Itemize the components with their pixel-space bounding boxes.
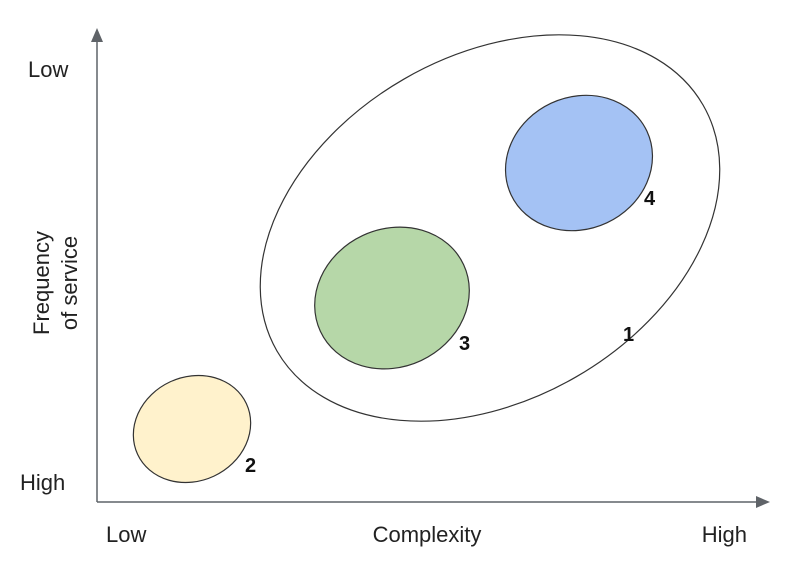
x-axis-arrowhead [756, 496, 770, 508]
y-axis-title-line1: Frequency [29, 231, 54, 335]
region-3-shape [314, 226, 470, 370]
region-4: 4 [504, 94, 656, 232]
y-axis-bottom-label: High [20, 470, 65, 495]
region-4-label: 4 [644, 188, 656, 210]
region-1: 1 [259, 34, 721, 422]
region-2-label: 2 [245, 455, 256, 477]
x-axis-min-label: Low [106, 522, 146, 547]
region-3: 3 [314, 226, 470, 370]
y-axis-title-line2: of service [57, 236, 82, 330]
x-axis-title: Complexity [373, 522, 482, 547]
y-axis-arrowhead [91, 28, 103, 42]
region-3-label: 3 [459, 333, 470, 355]
region-2: 2 [132, 374, 256, 484]
y-axis-top-label: Low [28, 57, 68, 82]
x-axis-max-label: High [702, 522, 747, 547]
y-axis-title: Frequency of service [29, 231, 82, 335]
region-1-shape [259, 34, 721, 422]
region-1-label: 1 [623, 324, 634, 346]
region-4-shape [504, 94, 654, 232]
region-2-shape [132, 374, 252, 484]
